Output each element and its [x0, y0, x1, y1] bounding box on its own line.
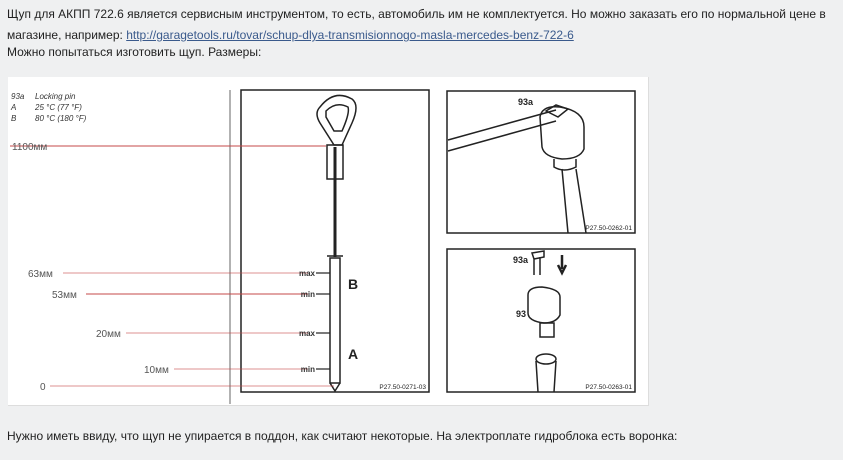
- locking-pin-removal-icon: [447, 104, 587, 234]
- legend-key: B: [11, 114, 17, 123]
- mark-label: min: [301, 290, 315, 299]
- legend-value: 25 °C (77 °F): [34, 103, 82, 112]
- dimension-label: 20мм: [96, 329, 121, 340]
- legend-key: 93a: [11, 92, 25, 101]
- mark-label: max: [299, 329, 316, 338]
- part-label: 93a: [518, 97, 534, 107]
- mark-label: min: [301, 365, 315, 374]
- locking-pin-panel-bottom: [446, 248, 636, 393]
- part-label: 93a: [513, 255, 529, 265]
- dimension-label: 0: [40, 382, 46, 393]
- dimension-label: 1100мм: [12, 142, 47, 153]
- paragraph-line4: Нужно иметь ввиду, что щуп не упирается …: [7, 429, 678, 443]
- zone-label: A: [348, 346, 358, 362]
- dimension-label: 53мм: [52, 290, 77, 301]
- dipstick-dimensions-figure: 93a Locking pin A 25 °C (77 °F) B 80 °C …: [8, 77, 649, 406]
- dimension-label: 10мм: [144, 365, 169, 376]
- mark-label: max: [299, 269, 316, 278]
- locking-pin-panel-top: [446, 90, 636, 234]
- drawing-code: P27.50-0271-03: [379, 384, 426, 391]
- legend-value: Locking pin: [35, 92, 76, 101]
- garagetools-link[interactable]: http://garagetools.ru/tovar/schup-dlya-t…: [126, 28, 574, 42]
- legend-key: A: [10, 103, 16, 112]
- dipstick-icon: [316, 94, 357, 393]
- drawing-code: P27.50-0262-01: [585, 225, 632, 232]
- locking-pin-insert-icon: [527, 250, 568, 393]
- dimension-label: 63мм: [28, 269, 53, 280]
- legend-value: 80 °C (180 °F): [35, 114, 87, 123]
- paragraph-line1: Щуп для АКПП 722.6 является сервисным ин…: [7, 7, 826, 21]
- figure-drawing: 93a Locking pin A 25 °C (77 °F) B 80 °C …: [10, 89, 636, 404]
- zone-label: B: [348, 276, 358, 292]
- paragraph-line2-text: магазине, например:: [7, 28, 127, 42]
- paragraph-line2: магазине, например: http://garagetools.r…: [7, 27, 839, 44]
- paragraph-line3: Можно попытаться изготовить щуп. Размеры…: [7, 45, 262, 59]
- drawing-code: P27.50-0263-01: [585, 384, 632, 391]
- part-label: 93: [516, 309, 526, 319]
- intro-text: Щуп для АКПП 722.6 является сервисным ин…: [7, 6, 839, 61]
